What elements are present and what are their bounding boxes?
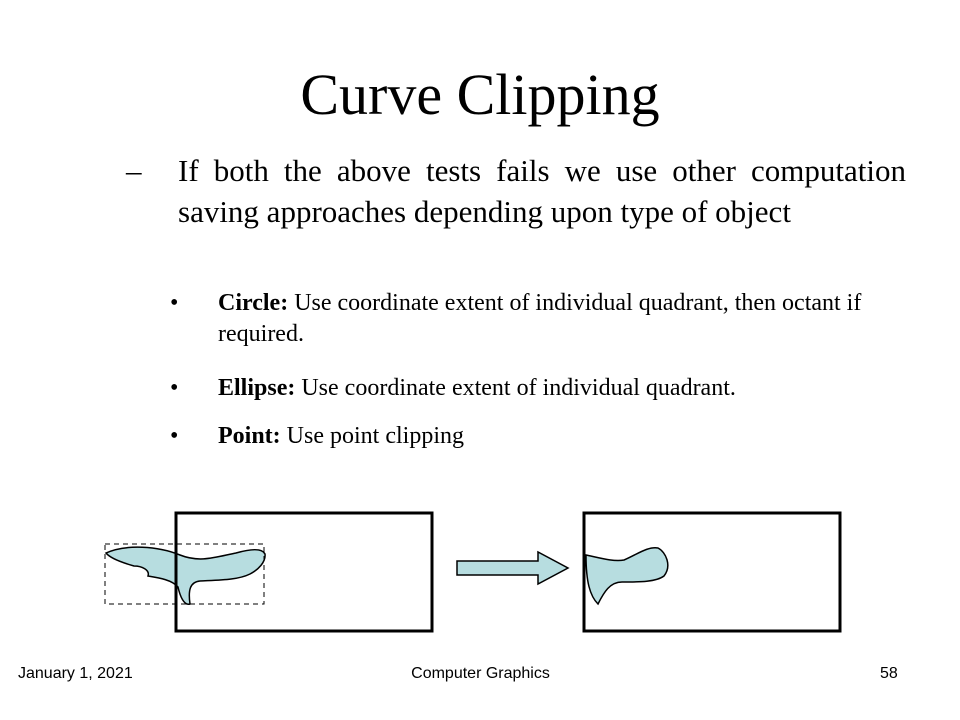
bullet-body: Point: Use point clipping <box>218 421 910 452</box>
bullet-term: Ellipse: <box>218 375 296 401</box>
bullet-marker: • <box>170 423 179 449</box>
footer-course: Computer Graphics <box>411 665 550 682</box>
bullet-marker: • <box>170 375 179 401</box>
arrow-right-icon <box>456 550 570 586</box>
footer-date: January 1, 2021 <box>18 665 133 682</box>
dash-marker: – <box>126 153 142 188</box>
subpoint-text: If both the above tests fails we use oth… <box>178 153 906 229</box>
bullet-term: Circle: <box>218 290 289 316</box>
curve-shape-unclipped <box>104 546 266 605</box>
slide-title: Curve Clipping <box>300 62 660 127</box>
clip-window-before <box>174 511 434 633</box>
bullet-term: Point: <box>218 423 281 449</box>
clip-window-after <box>582 511 842 633</box>
bullet-text: Use point clipping <box>280 423 464 449</box>
bullet-text: Use coordinate extent of individual quad… <box>218 290 862 347</box>
bounding-box-dashed <box>104 543 265 605</box>
bullet-point: • Point: Use point clipping <box>170 421 910 452</box>
bullet-marker: • <box>170 290 179 316</box>
bullet-text: Use coordinate extent of individual quad… <box>295 375 736 401</box>
bullet-ellipse: • Ellipse: Use coordinate extent of indi… <box>170 373 910 404</box>
bullet-body: Ellipse: Use coordinate extent of indivi… <box>218 373 910 404</box>
bullet-circle: • Circle: Use coordinate extent of indiv… <box>170 288 910 350</box>
clipping-diagram <box>104 511 842 633</box>
subpoint: – If both the above tests fails we use o… <box>126 150 906 232</box>
curve-shape-clipped <box>585 546 669 606</box>
footer-page-number: 58 <box>880 665 898 682</box>
bullet-body: Circle: Use coordinate extent of individ… <box>218 288 910 350</box>
